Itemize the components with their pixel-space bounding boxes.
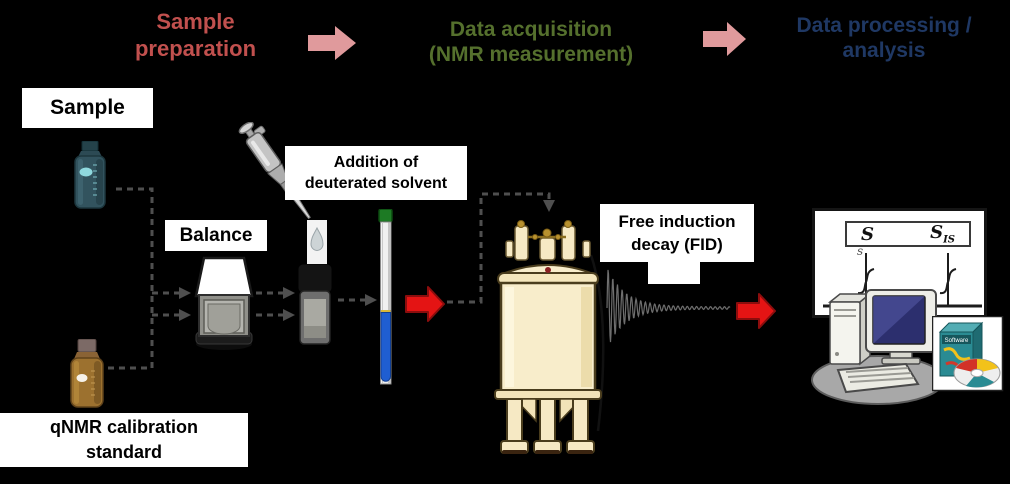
addition-solvent-label: Addition of deuterated solvent bbox=[285, 146, 467, 200]
balance-icon bbox=[194, 256, 254, 350]
red-arrow-icon bbox=[736, 293, 776, 329]
droplet-icon bbox=[307, 220, 327, 264]
flow-arrow-icon bbox=[703, 22, 746, 56]
flow-arrow-icon bbox=[308, 26, 356, 60]
fid-signal bbox=[606, 269, 731, 343]
nmr-tube-icon bbox=[378, 209, 393, 385]
cd-disc-icon bbox=[953, 358, 1001, 388]
signal-s-label: S bbox=[861, 223, 874, 245]
software-label: Software bbox=[945, 338, 969, 344]
nmr-spectrometer-icon bbox=[494, 220, 605, 454]
header-sample-preparation: Sample preparation bbox=[134, 9, 257, 61]
balance-label: Balance bbox=[165, 220, 267, 251]
sample-vial-icon bbox=[297, 264, 333, 345]
peak-annotation: s bbox=[857, 244, 864, 258]
header-data-processing: Data processing / analysis bbox=[796, 14, 972, 62]
standard-bottle-icon bbox=[70, 339, 104, 408]
sample-label: Sample bbox=[22, 88, 153, 128]
header-data-acquisition: Data acquisition (NMR measurement) bbox=[428, 18, 634, 66]
red-arrow-icon bbox=[405, 286, 445, 322]
sample-bottle-icon bbox=[74, 141, 106, 209]
spectrum-legend: S SIS bbox=[845, 221, 971, 247]
fid-label-pointer bbox=[648, 261, 700, 284]
qnmr-standard-label: qNMR calibration standard bbox=[0, 413, 248, 467]
software-box-icon: Software bbox=[932, 316, 1004, 392]
signal-sis-label: SIS bbox=[930, 222, 955, 246]
computer-workstation-icon bbox=[811, 289, 945, 405]
fid-label: Free induction decay (FID) bbox=[600, 204, 754, 262]
